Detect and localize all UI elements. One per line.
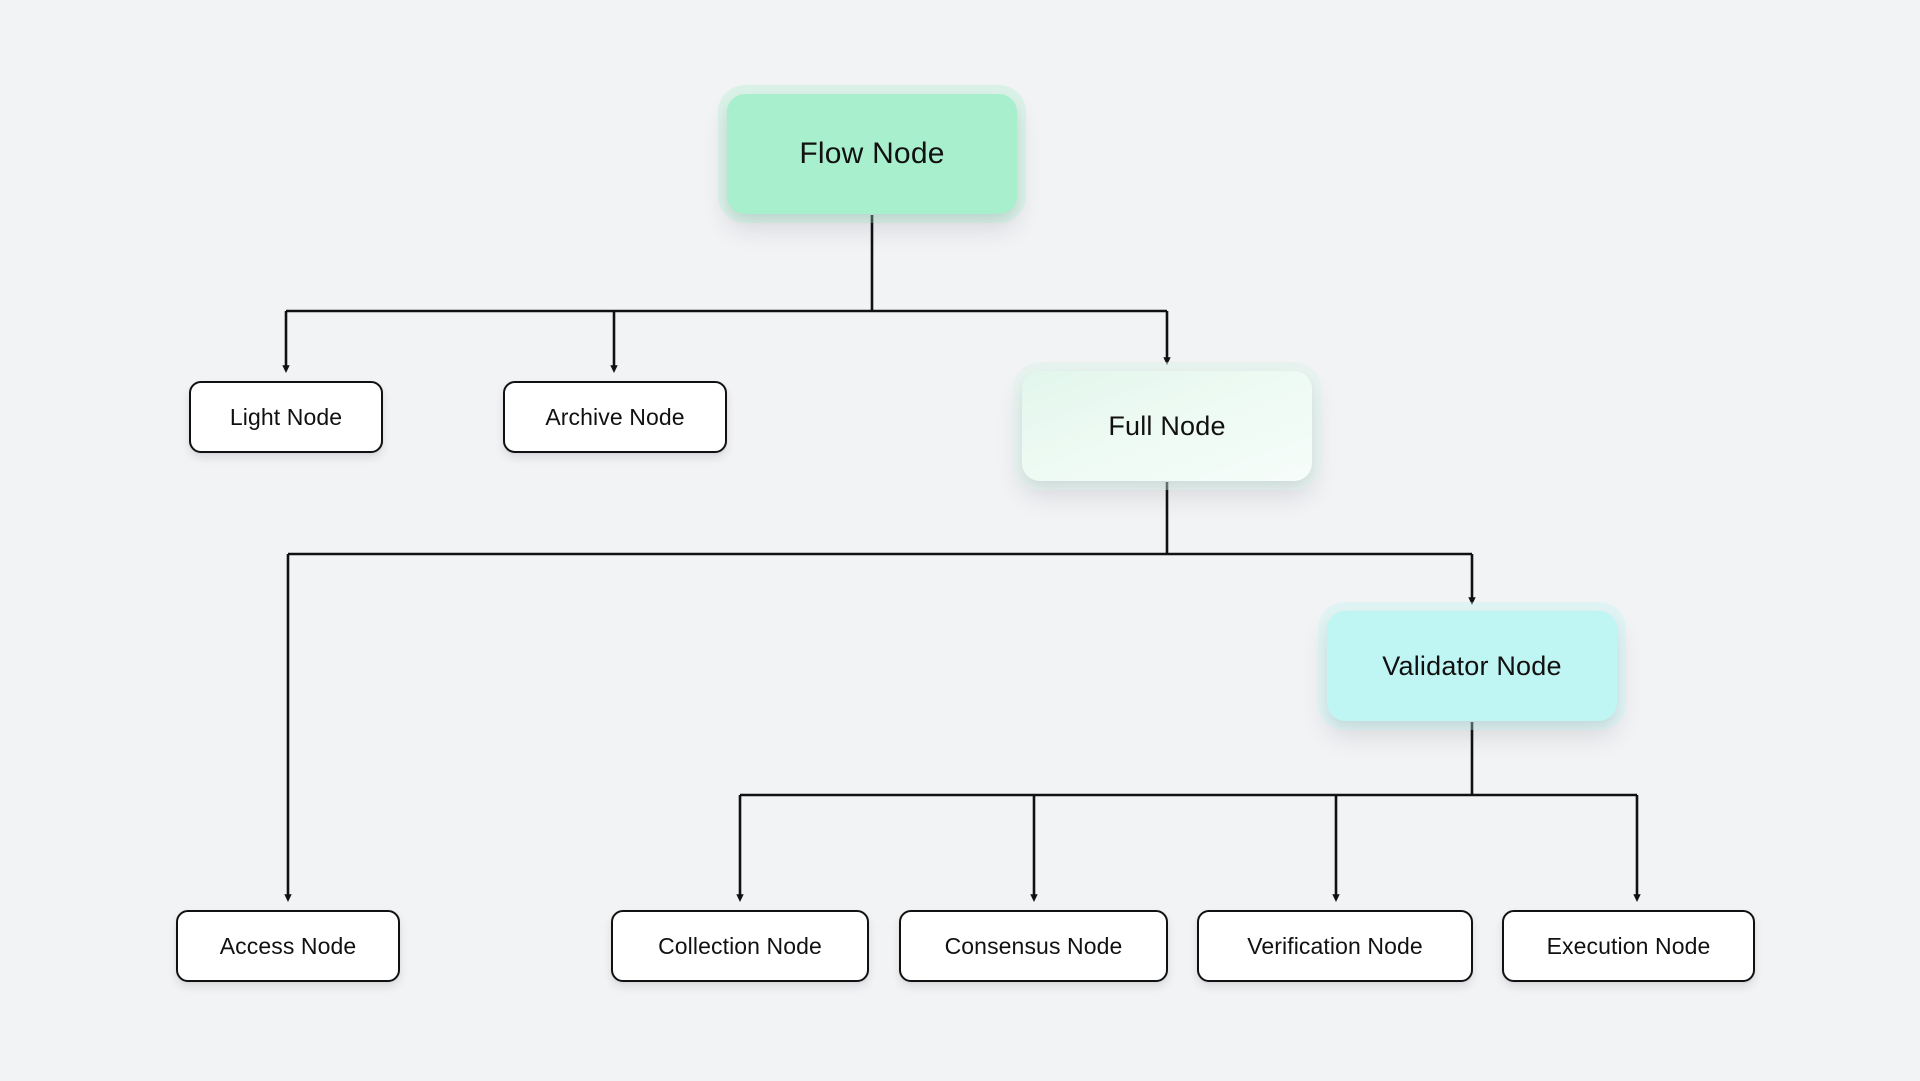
node-flow-node[interactable]: Flow Node [727, 94, 1017, 214]
node-collection-node[interactable]: Collection Node [611, 910, 869, 982]
node-verification-node[interactable]: Verification Node [1197, 910, 1473, 982]
node-access-node[interactable]: Access Node [176, 910, 400, 982]
node-consensus-node[interactable]: Consensus Node [899, 910, 1168, 982]
node-full-node[interactable]: Full Node [1022, 371, 1312, 481]
node-label: Collection Node [658, 932, 822, 959]
node-light-node[interactable]: Light Node [189, 381, 383, 453]
node-label: Consensus Node [944, 932, 1123, 959]
node-label: Full Node [1108, 410, 1226, 441]
node-label: Flow Node [799, 137, 945, 170]
node-label: Validator Node [1382, 650, 1562, 681]
node-label: Archive Node [545, 403, 685, 430]
node-validator-node[interactable]: Validator Node [1327, 611, 1617, 721]
node-execution-node[interactable]: Execution Node [1502, 910, 1755, 982]
node-archive-node[interactable]: Archive Node [503, 381, 727, 453]
node-label: Execution Node [1546, 932, 1711, 959]
node-label: Verification Node [1247, 932, 1423, 959]
node-label: Access Node [219, 932, 357, 959]
node-label: Light Node [229, 403, 343, 430]
